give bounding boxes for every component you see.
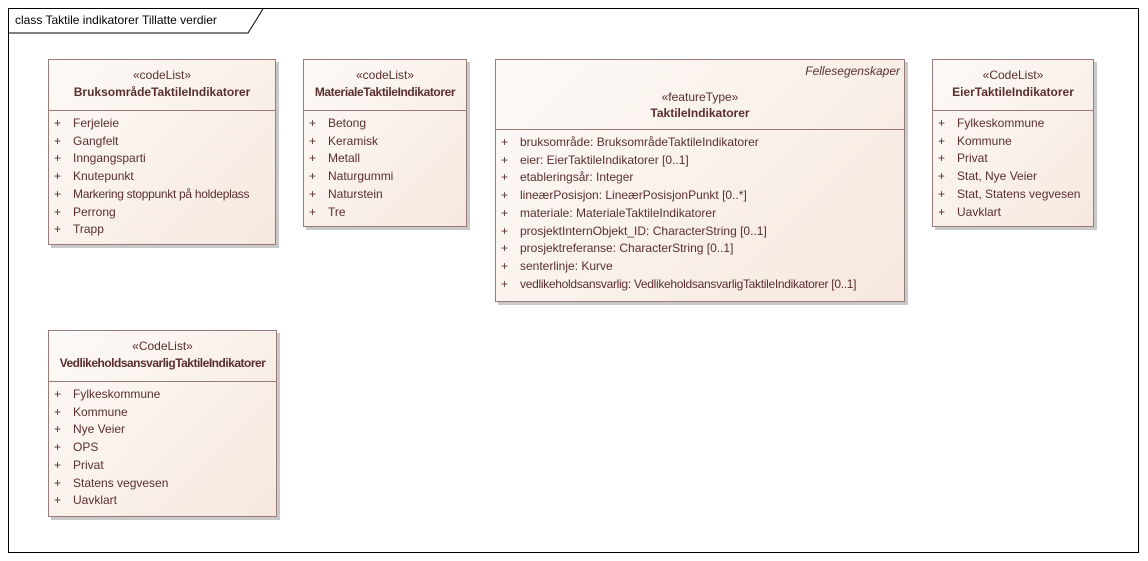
class-name: VedlikeholdsansvarligTaktileIndikatorer xyxy=(59,356,266,370)
attribute-item[interactable]: +Stat, Nye Veier xyxy=(938,169,1038,184)
attribute-item[interactable]: +prosjektreferanse: CharacterString [0..… xyxy=(501,241,734,256)
attribute-item[interactable]: +Uavklart xyxy=(938,204,1002,219)
attribute-item[interactable]: +Privat xyxy=(938,151,988,166)
class-header: «codeList» MaterialeTaktileIndikatorer xyxy=(304,60,466,111)
stereotype: «codeList» xyxy=(355,68,415,82)
attribute-item[interactable]: +Privat xyxy=(54,457,104,472)
class-name: MaterialeTaktileIndikatorer xyxy=(314,85,456,99)
attribute-item[interactable]: +Markering stoppunkt på holdeplass xyxy=(54,186,250,201)
attribute-item[interactable]: +Trapp xyxy=(54,222,104,237)
attribute-item[interactable]: +Fylkeskommune xyxy=(54,387,161,401)
attribute-item[interactable]: +lineærPosisjon: LineærPosisjonPunkt [0.… xyxy=(501,188,747,203)
attribute-item[interactable]: +vedlikeholdsansvarlig: Vedlikeholdsansv… xyxy=(501,276,857,291)
class-materiale[interactable]: «codeList» MaterialeTaktileIndikatorer +… xyxy=(303,59,467,227)
attribute-item[interactable]: +etableringsår: Integer xyxy=(501,170,634,185)
attribute-item[interactable]: +Betong xyxy=(309,116,367,130)
attribute-item[interactable]: +Fylkeskommune xyxy=(938,116,1045,130)
class-vedlikeholdsansvarlig[interactable]: «CodeList» VedlikeholdsansvarligTaktileI… xyxy=(48,330,277,517)
attribute-item[interactable]: +Metall xyxy=(309,151,361,166)
attribute-item[interactable]: +Stat, Statens vegvesen xyxy=(938,186,1081,201)
class-tag: Fellesegenskaper xyxy=(805,64,900,78)
attribute-item[interactable]: +OPS xyxy=(54,440,99,455)
attribute-item[interactable]: +Tre xyxy=(309,204,346,219)
class-header: «CodeList» VedlikeholdsansvarligTaktileI… xyxy=(49,331,276,382)
attribute-item[interactable]: +Knutepunkt xyxy=(54,169,134,184)
attribute-item[interactable]: +Keramisk xyxy=(309,133,379,148)
stereotype: «featureType» xyxy=(661,90,739,104)
attribute-item[interactable]: +Kommune xyxy=(938,133,1012,148)
class-header: Fellesegenskaper «featureType» TaktileIn… xyxy=(496,60,904,130)
attribute-item[interactable]: +Naturgummi xyxy=(309,169,394,184)
attribute-item[interactable]: +Statens vegvesen xyxy=(54,475,169,490)
attribute-item[interactable]: +Perrong xyxy=(54,204,116,219)
class-taktile-indikatorer[interactable]: Fellesegenskaper «featureType» TaktileIn… xyxy=(495,59,905,302)
attribute-list: +Fylkeskommune +Kommune +Privat +Stat, N… xyxy=(933,111,1093,221)
attribute-item[interactable]: +materiale: MaterialeTaktileIndikatorer xyxy=(501,205,717,220)
attribute-item[interactable]: +Gangfelt xyxy=(54,133,119,148)
attribute-item[interactable]: +bruksområde: BruksområdeTaktileIndikato… xyxy=(501,135,759,149)
frame-tab-shape xyxy=(8,8,264,34)
attribute-item[interactable]: +Nye Veier xyxy=(54,422,126,437)
attribute-list: +Betong +Keramisk +Metall +Naturgummi +N… xyxy=(304,111,466,221)
attribute-list: +Fylkeskommune +Kommune +Nye Veier +OPS … xyxy=(49,382,276,510)
class-name: EierTaktileIndikatorer xyxy=(952,85,1074,99)
diagram-title: class Taktile indikatorer Tillatte verdi… xyxy=(15,13,217,27)
attribute-item[interactable]: +Uavklart xyxy=(54,493,118,508)
diagram-frame xyxy=(8,8,1139,553)
class-bruksomrade[interactable]: «codeList» BruksområdeTaktileIndikatorer… xyxy=(48,59,276,245)
stereotype: «CodeList» xyxy=(132,339,193,353)
attribute-item[interactable]: +Kommune xyxy=(54,404,128,419)
attribute-item[interactable]: +eier: EierTaktileIndikatorer [0..1] xyxy=(501,152,689,167)
class-header: «codeList» BruksområdeTaktileIndikatorer xyxy=(49,60,275,111)
attribute-item[interactable]: +prosjektInternObjekt_ID: CharacterStrin… xyxy=(501,223,767,238)
attribute-item[interactable]: +Naturstein xyxy=(309,186,383,201)
class-name: TaktileIndikatorer xyxy=(650,106,750,120)
stereotype: «codeList» xyxy=(132,68,192,82)
class-eier[interactable]: «CodeList» EierTaktileIndikatorer +Fylke… xyxy=(932,59,1094,227)
attribute-item[interactable]: +senterlinje: Kurve xyxy=(501,258,613,273)
stereotype: «CodeList» xyxy=(982,68,1044,82)
class-name: BruksområdeTaktileIndikatorer xyxy=(73,85,251,99)
attribute-list: +bruksområde: BruksområdeTaktileIndikato… xyxy=(496,130,904,293)
attribute-list: +Ferjeleie +Gangfelt +Inngangsparti +Knu… xyxy=(49,111,275,239)
attribute-item[interactable]: +Ferjeleie xyxy=(54,116,120,130)
class-header: «CodeList» EierTaktileIndikatorer xyxy=(933,60,1093,111)
attribute-item[interactable]: +Inngangsparti xyxy=(54,151,146,166)
